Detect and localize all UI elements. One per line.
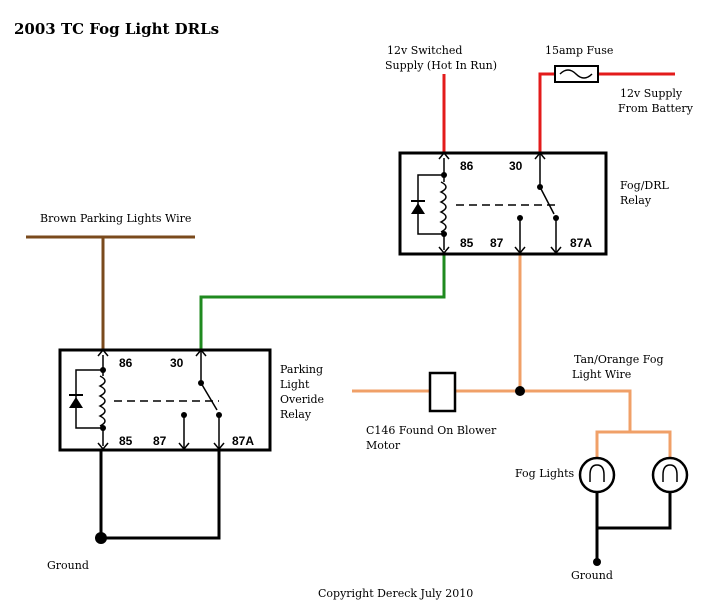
pin-30-label: 30	[170, 356, 184, 370]
diagram-title: 2003 TC Fog Light DRLs	[14, 20, 219, 38]
pin-87a-label: 87A	[570, 236, 592, 250]
fog-relay-label-2: Relay	[620, 194, 652, 207]
ground-wire	[99, 445, 672, 562]
splice-dot	[515, 386, 525, 396]
park-relay-label: Parking	[280, 363, 323, 376]
fuse-icon	[554, 65, 599, 83]
switched-supply-label: 12v Switched	[387, 44, 462, 57]
pin-85-label: 85	[119, 434, 133, 448]
battery-supply-label-2: From Battery	[618, 102, 694, 115]
ground-point-left	[95, 532, 107, 544]
park-relay-label-4: Relay	[280, 408, 312, 421]
c146-label: C146 Found On Blower	[366, 424, 497, 437]
fuse-label: 15amp Fuse	[545, 44, 613, 57]
diode-icon	[69, 397, 83, 408]
pin-86-label: 86	[119, 356, 133, 370]
ground-right-label: Ground	[571, 569, 613, 582]
pin-86-label: 86	[460, 159, 474, 173]
switched-supply-label-2: Supply (Hot In Run)	[385, 59, 497, 72]
pin-87-label: 87	[153, 434, 167, 448]
pin-85-label: 85	[460, 236, 474, 250]
tan-orange-fog-wire	[352, 254, 672, 458]
battery-supply-wire	[538, 72, 675, 153]
copyright-label: Copyright Dereck July 2010	[318, 587, 473, 600]
park-relay-label-2: Light	[280, 378, 310, 391]
tan-wire-label-2: Light Wire	[572, 368, 631, 381]
park-relay-label-3: Overide	[280, 393, 324, 406]
pin-87-label: 87	[490, 236, 504, 250]
c146-connector-icon	[428, 371, 457, 413]
fog-drl-relay: 86 30 85 87 87A	[398, 151, 608, 256]
pin-30-label: 30	[509, 159, 523, 173]
fog-lights-label: Fog Lights	[515, 467, 575, 480]
brown-parking-wire	[26, 235, 195, 350]
ground-point-right	[593, 558, 601, 566]
fog-light-left-icon	[578, 456, 616, 494]
tan-wire-label: Tan/Orange Fog	[574, 353, 664, 366]
c146-label-2: Motor	[366, 439, 401, 452]
pin-87a-label: 87A	[232, 434, 254, 448]
diode-icon	[411, 203, 425, 214]
parking-override-relay: 86 30 85 87 87A	[58, 348, 272, 452]
fog-relay-label: Fog/DRL	[620, 179, 670, 192]
battery-supply-label: 12v Supply	[620, 87, 683, 100]
fog-light-right-icon	[651, 456, 689, 494]
ground-left-label: Ground	[47, 559, 89, 572]
brown-wire-label: Brown Parking Lights Wire	[40, 212, 191, 225]
green-control-wire	[199, 254, 446, 350]
